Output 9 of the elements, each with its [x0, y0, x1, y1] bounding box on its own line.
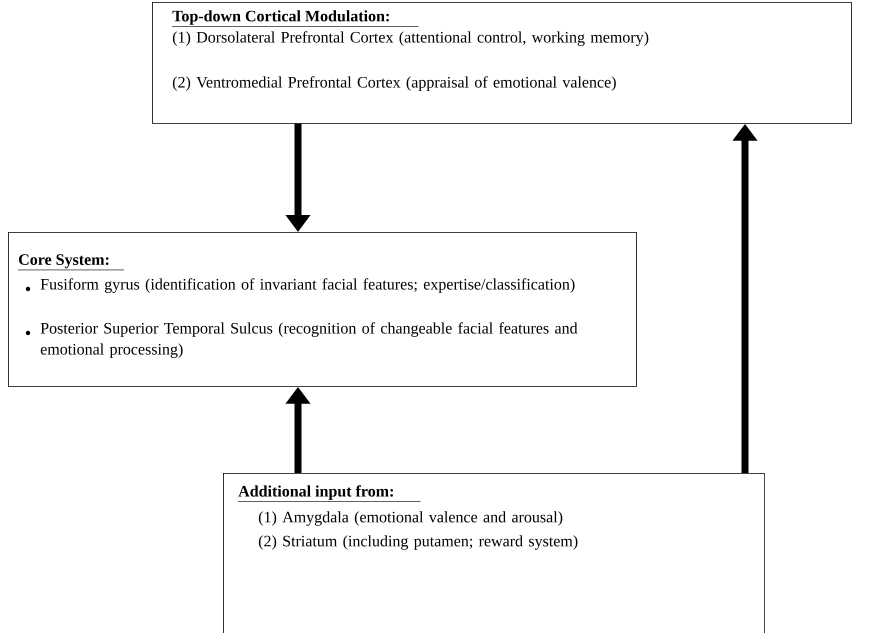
heading: Core System: — [18, 254, 124, 270]
list-item: (2) Ventromedial Prefrontal Cortex (appraisal of emotional valence) — [172, 76, 616, 91]
list-item: Fusiform gyrus (identification of invariant facial features; expertise/classification) — [26, 278, 574, 293]
heading: Additional input from: — [238, 485, 421, 502]
list-item: (1) Dorsolateral Prefrontal Cortex (attentional control, working memory) — [172, 31, 648, 46]
list-item: (1) Amygdala (emotional valence and arousal) — [258, 511, 562, 526]
heading: Top-down Cortical Modulation: — [172, 10, 419, 27]
list-item: Posterior Superior Temporal Sulcus (recognition of changeable facial features and emotional processing) — [26, 322, 578, 358]
list-item: (2) Striatum (including putamen; reward system) — [258, 535, 578, 550]
